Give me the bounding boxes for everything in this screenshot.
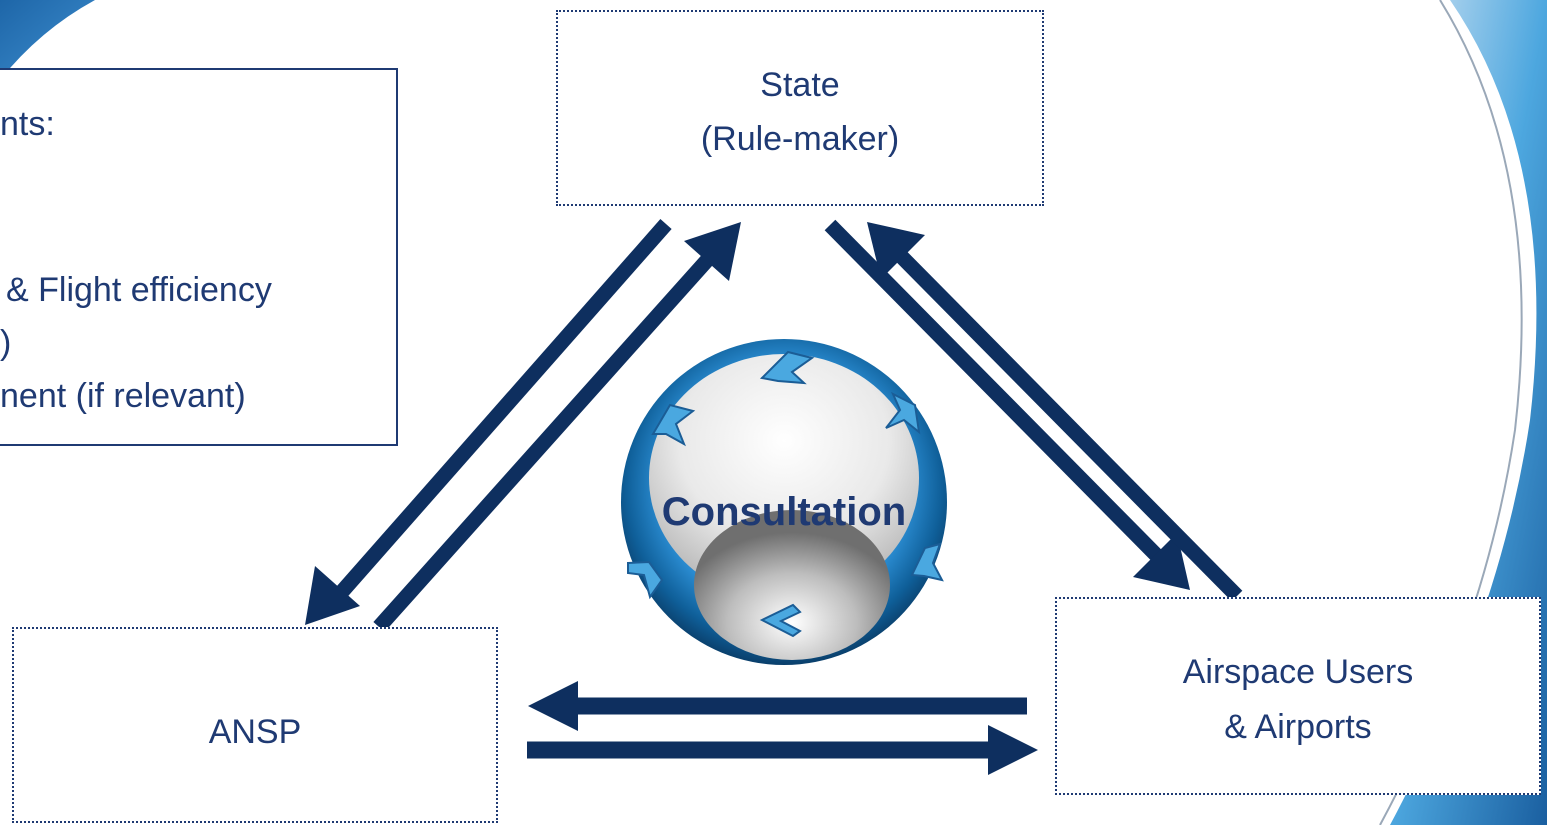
cycle-chevron-lower-left (627, 560, 664, 600)
top-left-decoration (0, 0, 95, 80)
arrow-airspace-users-to-ansp (528, 681, 1027, 731)
arrow-airspace-users-to-state (867, 222, 1243, 602)
requirements-line-3: ) (0, 324, 12, 362)
cycle-chevron-upper-left (651, 403, 696, 447)
state-node-subtitle: (Rule-maker) (700, 120, 900, 158)
requirements-line-2: & Flight efficiency (6, 271, 272, 309)
arrow-state-to-ansp (305, 219, 672, 625)
cycle-chevron-lower-right (910, 542, 944, 582)
state-node-title: State (760, 66, 840, 104)
requirements-line-4: nent (if relevant) (0, 377, 246, 415)
ansp-node-label: ANSP (208, 713, 302, 751)
consultation-label: Consultation (661, 490, 907, 534)
arrow-state-to-airspace-users (824, 219, 1190, 590)
ansp-node-box (12, 627, 498, 823)
cycle-chevron-upper-right (885, 391, 921, 435)
requirements-box (0, 68, 398, 446)
airspace-users-node-subtitle: & Airports (1224, 708, 1372, 746)
airspace-users-node-box (1055, 597, 1541, 795)
cycle-chevron-top (759, 350, 815, 385)
requirements-line-1: nts: (0, 105, 55, 143)
consultation-sphere (621, 339, 947, 665)
state-node-box (556, 10, 1044, 206)
arrow-ansp-to-airspace-users (527, 725, 1038, 775)
arrow-ansp-to-state (373, 222, 741, 633)
cycle-chevron-bottom (759, 603, 802, 638)
airspace-users-node-title: Airspace Users (1182, 653, 1414, 691)
